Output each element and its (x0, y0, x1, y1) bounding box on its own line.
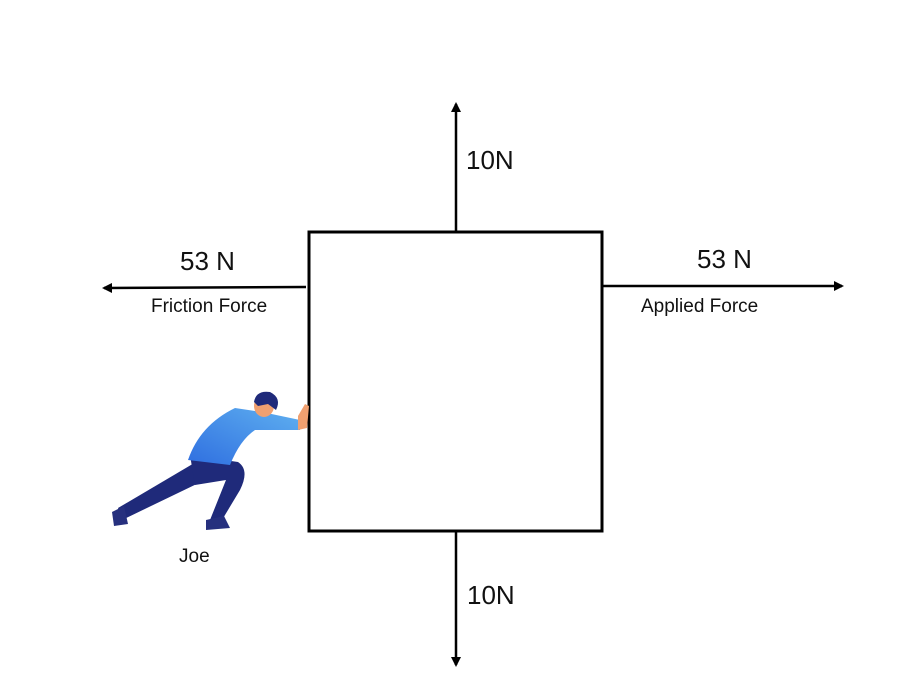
up-force-label: 10N (466, 145, 514, 175)
person-pushing-illustration (112, 391, 309, 530)
friction-force-magnitude: 53 N (180, 246, 235, 276)
applied-force-magnitude: 53 N (697, 244, 752, 274)
object-box (307, 230, 604, 533)
friction-force-arrow (102, 282, 307, 293)
friction-force-label: Friction Force (151, 296, 268, 317)
person-name-label: Joe (179, 546, 210, 567)
down-force-label: 10N (467, 580, 515, 610)
applied-force-label: Applied Force (641, 296, 759, 317)
